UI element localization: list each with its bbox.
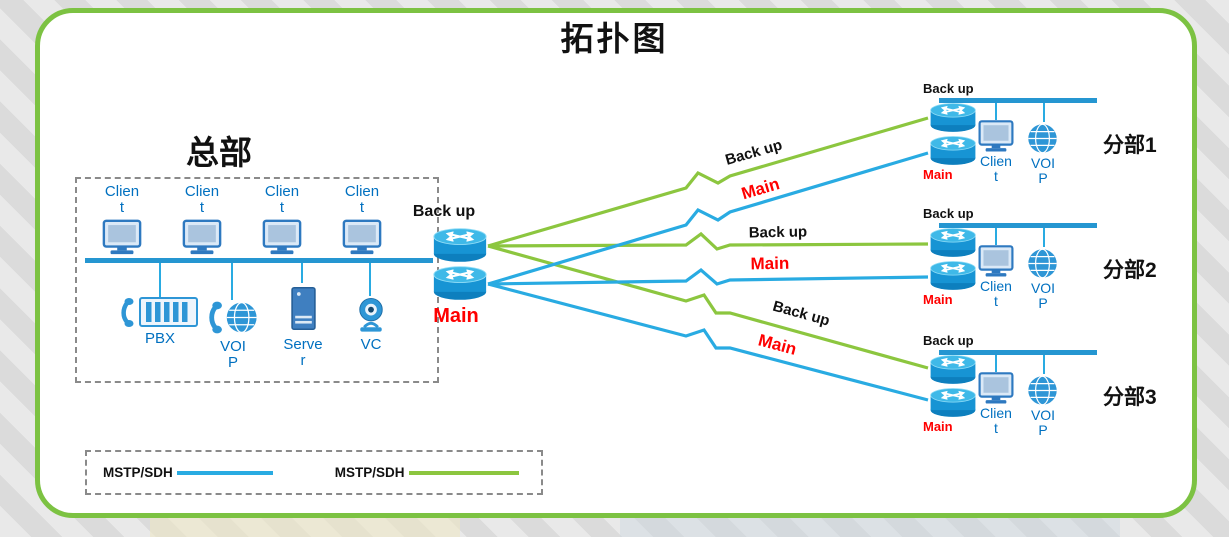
hq-client-label: Clien t: [344, 183, 380, 216]
server-label: Serve r: [283, 336, 323, 369]
branch-voip-label: VOI P: [1030, 155, 1056, 186]
branch-backup-router-icon: [929, 227, 977, 258]
branch-lan-bus: [939, 223, 1097, 228]
legend-item-mstp-sdh-backup: MSTP/SDH: [335, 465, 519, 480]
connector-line: [995, 103, 997, 120]
hq-device-vc: VC: [348, 296, 394, 353]
branch-name: 分部3: [1103, 386, 1157, 409]
connector-line: [159, 263, 161, 297]
branch-voip-label: VOI P: [1030, 407, 1056, 438]
connector-line: [1043, 355, 1045, 374]
client-computer-icon: [977, 371, 1015, 405]
hq-client-1: Clien t: [92, 184, 152, 257]
connector-line: [231, 263, 233, 300]
voip-phone-globe-icon: [207, 298, 259, 337]
hq-client-label: Clien t: [104, 183, 140, 216]
voip-globe-icon: [1026, 247, 1059, 280]
branch-backup-label: Back up: [923, 206, 974, 221]
voip-label: VOI P: [220, 338, 246, 371]
legend-item-mstp-sdh-main: MSTP/SDH: [103, 465, 273, 480]
branch-lan-bus: [939, 350, 1097, 355]
legend-line-green: [408, 470, 519, 475]
connector-line: [995, 355, 997, 372]
client-computer-icon: [341, 217, 383, 257]
branch-main-label: Main: [923, 292, 953, 307]
branch-name: 分部2: [1103, 259, 1157, 282]
client-computer-icon: [977, 119, 1015, 153]
connector-line: [1043, 228, 1045, 247]
hq-device-pbx: PBX: [112, 295, 208, 347]
hq-device-voip: VOI P: [205, 298, 261, 371]
branch-main-label: Main: [923, 419, 953, 434]
branch-client-label: Clien t: [980, 153, 1012, 184]
connector-line: [369, 263, 371, 296]
branch-main-router-icon: [929, 135, 977, 166]
connector-line: [995, 228, 997, 245]
core-backup-router-icon: [432, 227, 488, 263]
hq-client-3: Clien t: [252, 184, 312, 257]
branch-1: Back up Main Clien t VOI P 分部1: [915, 81, 1165, 203]
branch-backup-router-icon: [929, 354, 977, 385]
client-computer-icon: [181, 217, 223, 257]
branch-client-label: Clien t: [980, 278, 1012, 309]
connector-line: [301, 263, 303, 283]
branch-name: 分部1: [1103, 134, 1157, 157]
branch-backup-label: Back up: [923, 333, 974, 348]
branch-client-label: Clien t: [980, 405, 1012, 436]
branch-2: Back up Main Clien t VOI P 分部2: [915, 206, 1165, 328]
branch-backup-router-icon: [929, 102, 977, 133]
branch-lan-bus: [939, 98, 1097, 103]
client-computer-icon: [101, 217, 143, 257]
core-backup-router-label: Back up: [412, 203, 476, 220]
client-computer-icon: [261, 217, 303, 257]
branch-voip-label: VOI P: [1030, 280, 1056, 311]
video-camera-icon: [351, 296, 391, 335]
branch-backup-label: Back up: [923, 81, 974, 96]
voip-globe-icon: [1026, 122, 1059, 155]
hq-client-4: Clien t: [332, 184, 392, 257]
core-main-router-label: Main: [433, 305, 479, 327]
legend-label: MSTP/SDH: [334, 465, 405, 480]
legend-label: MSTP/SDH: [103, 465, 173, 480]
branch-main-router-icon: [929, 260, 977, 291]
pbx-label: PBX: [144, 330, 175, 347]
hq-client-label: Clien t: [264, 183, 300, 216]
vc-label: VC: [360, 336, 382, 353]
legend: MSTP/SDH MSTP/SDH: [85, 450, 543, 495]
branch-main-router-icon: [929, 387, 977, 418]
client-computer-icon: [977, 244, 1015, 278]
branch-3: Back up Main Clien t VOI P 分部3: [915, 333, 1165, 455]
legend-line-blue: [176, 470, 273, 475]
hq-lan-bus: [85, 258, 433, 263]
branch-main-label: Main: [923, 167, 953, 182]
diagram-title: 拓扑图: [560, 20, 669, 57]
headquarters-title: 总部: [186, 134, 252, 171]
hq-device-server: Serve r: [283, 282, 323, 369]
hq-client-2: Clien t: [172, 184, 232, 257]
voip-globe-icon: [1026, 374, 1059, 407]
pbx-icon: [119, 295, 201, 329]
connector-line: [1043, 103, 1045, 122]
server-icon: [290, 282, 317, 335]
core-main-router-icon: [432, 265, 488, 301]
hq-client-label: Clien t: [184, 183, 220, 216]
